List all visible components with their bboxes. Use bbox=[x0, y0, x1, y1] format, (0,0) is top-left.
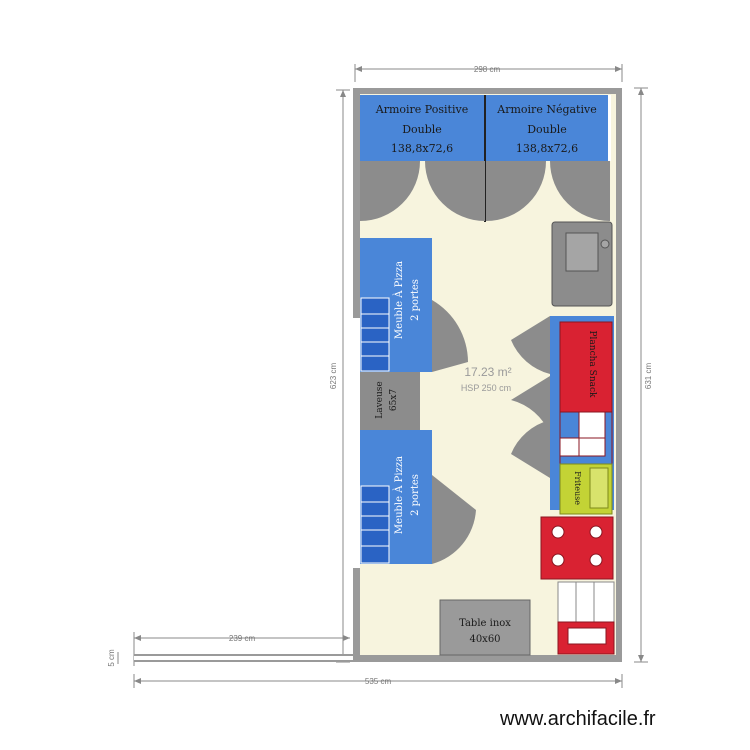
small-unit-label: Laveuse bbox=[375, 381, 385, 419]
left-window bbox=[353, 318, 360, 568]
wall-extension-inner bbox=[134, 656, 353, 660]
cooktop-burners bbox=[551, 525, 603, 567]
steel-table bbox=[439, 599, 531, 656]
fridge-positive bbox=[360, 95, 485, 161]
fridge-door-swings bbox=[360, 161, 610, 221]
plancha-label: Plancha Snack bbox=[587, 331, 597, 399]
dim-bottom-total: 535 cm bbox=[365, 677, 392, 686]
cooktop bbox=[540, 516, 614, 580]
pizza-unit-bottom-drawers bbox=[360, 485, 390, 564]
table-size: 40x60 bbox=[469, 634, 500, 645]
fridge-positive-name: Armoire Positive bbox=[375, 103, 468, 116]
fridge-negative-name: Armoire Négative bbox=[496, 103, 596, 116]
table-label: Table inox bbox=[459, 618, 511, 629]
fridge-negative-size: 138,8x72,6 bbox=[516, 142, 578, 155]
small-unit bbox=[360, 372, 420, 430]
right-door-swings bbox=[511, 316, 550, 478]
pizza-bottom-line2: 2 portes bbox=[410, 474, 421, 516]
dim-left-height: 623 cm bbox=[329, 363, 338, 390]
pizza-unit-top-drawers bbox=[360, 297, 390, 372]
pizza-bottom-line1: Meuble À Pizza bbox=[393, 456, 405, 534]
fridge-positive-size: 138,8x72,6 bbox=[391, 142, 453, 155]
dim-bottom-left: 239 cm bbox=[229, 634, 256, 643]
fryer-basket bbox=[589, 467, 609, 509]
dim-right-height: 631 cm bbox=[644, 363, 653, 390]
dim-left-small: 5 cm bbox=[107, 649, 116, 667]
fridge-negative bbox=[486, 95, 610, 161]
small-unit-size: 65x7 bbox=[389, 389, 399, 412]
fridge-negative-type: Double bbox=[527, 123, 567, 136]
sink-basin bbox=[565, 232, 599, 272]
fridge-right-edge bbox=[608, 95, 611, 161]
room-ceiling: HSP 250 cm bbox=[461, 383, 511, 393]
plancha-unit bbox=[559, 321, 613, 413]
fridge-positive-type: Double bbox=[402, 123, 442, 136]
pizza-top-line2: 2 portes bbox=[410, 279, 421, 321]
fryer-label: Friteuse bbox=[573, 471, 582, 505]
pizza-bottom-door-swings bbox=[432, 475, 476, 564]
dim-top-width: 298 cm bbox=[474, 65, 501, 74]
plancha-burners bbox=[559, 411, 606, 457]
sink-tap bbox=[600, 239, 610, 249]
pizza-top-line1: Meuble À Pizza bbox=[393, 261, 405, 339]
watermark: www.archifacile.fr bbox=[500, 708, 656, 730]
lower-right-unit bbox=[557, 581, 615, 623]
pizza-top-door-swings bbox=[432, 300, 468, 372]
room-area: 17.23 m² bbox=[464, 365, 511, 379]
